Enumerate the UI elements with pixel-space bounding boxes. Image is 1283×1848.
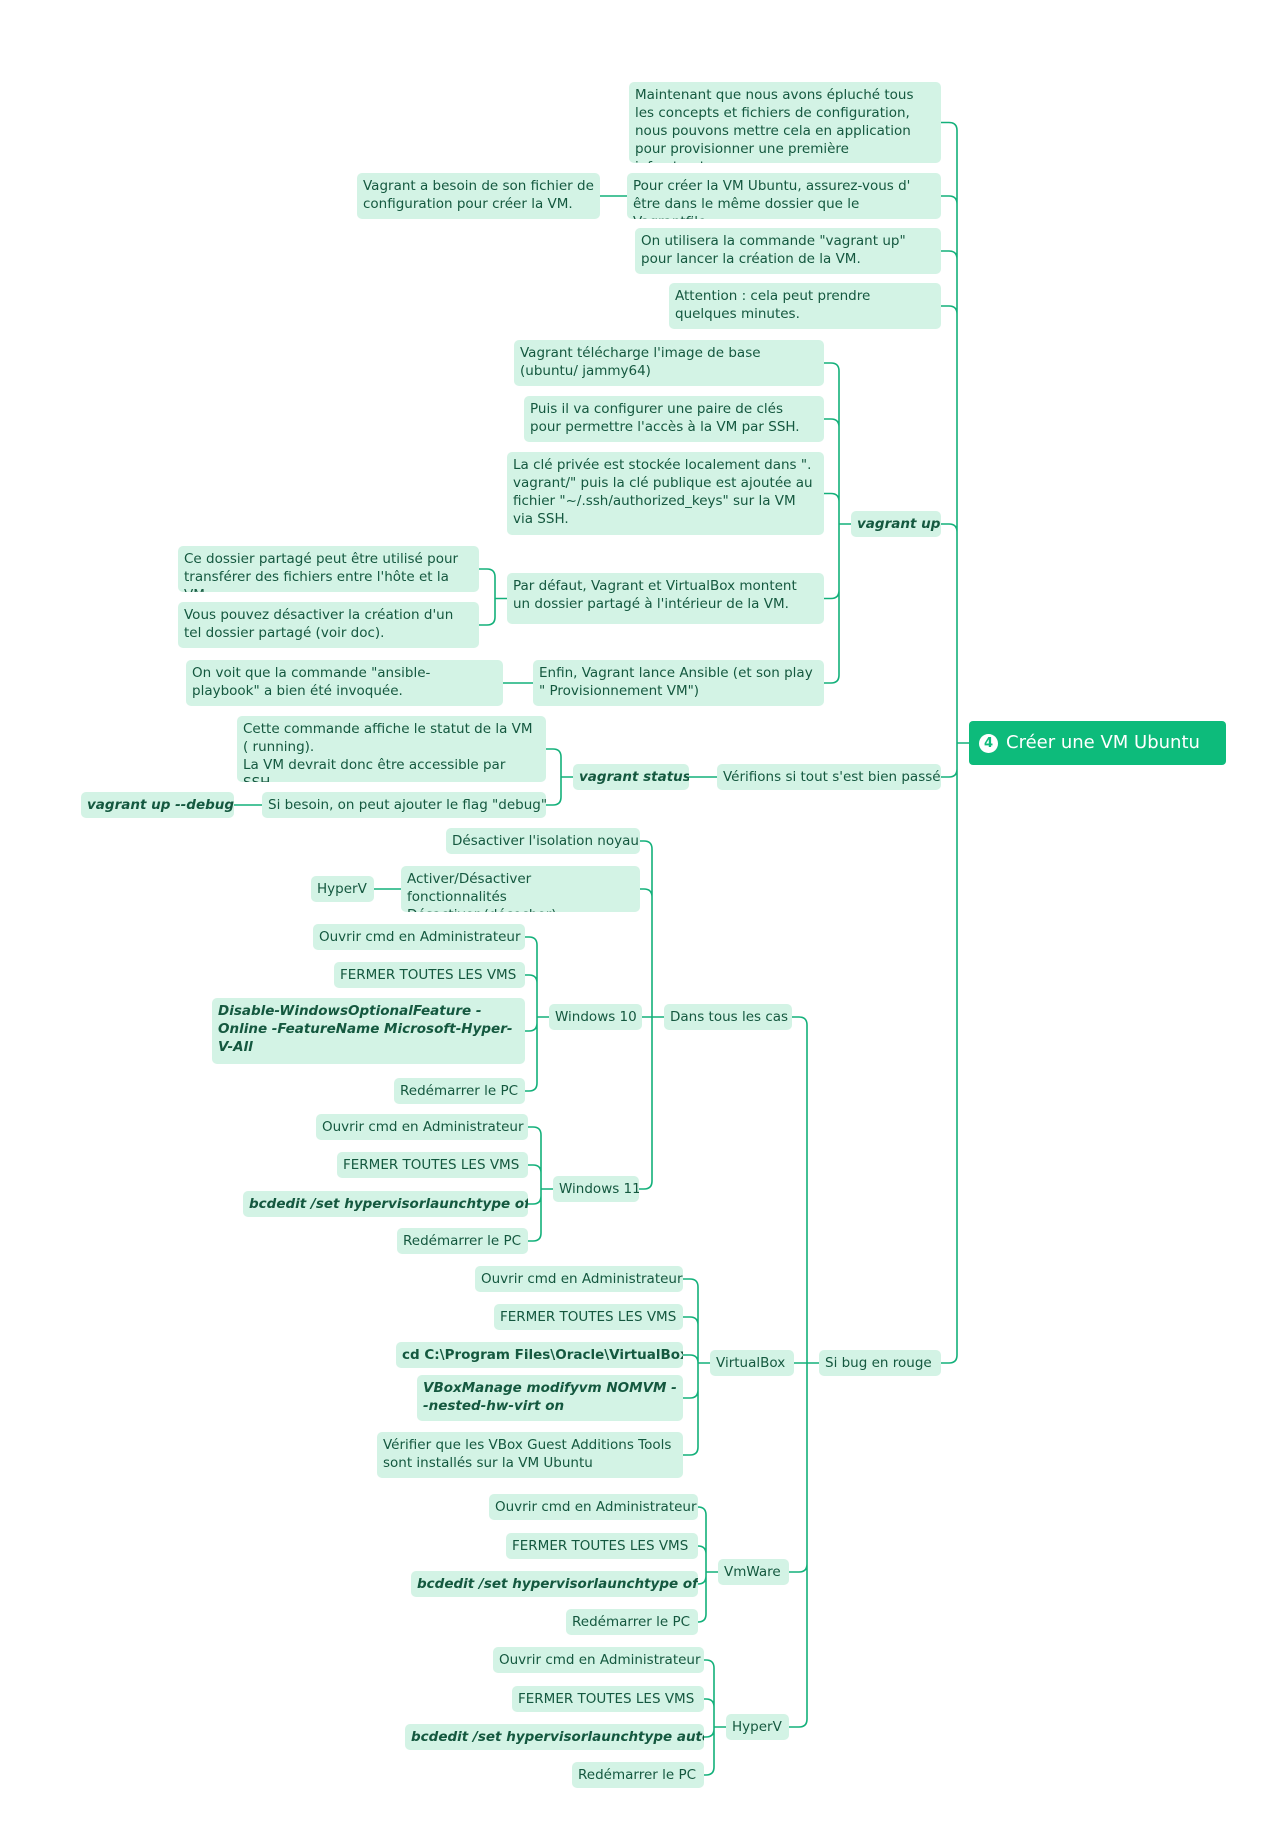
topic-hyperv-close-vms[interactable]: FERMER TOUTES LES VMS (512, 1686, 704, 1712)
connector-vmw (697, 1506, 718, 1623)
topic-bug-red[interactable]: Si bug en rouge (819, 1350, 941, 1376)
connector-bug (789, 1016, 819, 1728)
topic-hyperv-cmd[interactable]: Ouvrir cmd en Administrateur (493, 1647, 704, 1673)
topic-vb-close-vms[interactable]: FERMER TOUTES LES VMS (494, 1304, 683, 1330)
topic-windows-10[interactable]: Windows 10 (549, 1004, 642, 1030)
topic-ansible-invoked[interactable]: On voit que la commande "ansible-playboo… (186, 660, 503, 706)
connector-vb (683, 1278, 710, 1456)
topic-hyperv-feature[interactable]: HyperV (311, 876, 374, 902)
root-title: Créer une VM Ubuntu (1006, 732, 1200, 753)
topic-shared-folder-disable[interactable]: Vous pouvez désactiver la création d'un … (178, 602, 479, 648)
topic-vagrant-up-command[interactable]: On utilisera la commande "vagrant up" po… (635, 228, 941, 274)
topic-private-key[interactable]: La clé privée est stockée localement dan… (507, 452, 824, 535)
topic-vmware-cmd[interactable]: Ouvrir cmd en Administrateur (489, 1494, 698, 1520)
step-number-badge: 4 (979, 733, 998, 753)
topic-verify[interactable]: Vérifions si tout s'est bien passé (717, 764, 941, 790)
topic-features[interactable]: Activer/Désactiver fonctionnalités Désac… (401, 866, 640, 912)
topic-hyperv[interactable]: HyperV (726, 1714, 789, 1740)
topic-vmware-reboot[interactable]: Redémarrer le PC (566, 1609, 698, 1635)
topic-vagrant-up-debug[interactable]: vagrant up --debug (81, 792, 234, 818)
root-topic[interactable]: 4 Créer une VM Ubuntu (969, 721, 1226, 765)
connector-root (941, 121, 969, 1364)
topic-windows-11[interactable]: Windows 11 (553, 1176, 639, 1202)
topic-ssh-keys[interactable]: Puis il va configurer une paire de clés … (524, 396, 824, 442)
connector-vstatus (546, 748, 573, 806)
topic-same-folder[interactable]: Pour créer la VM Ubuntu, assurez-vous d'… (627, 173, 941, 219)
topic-w11-reboot[interactable]: Redémarrer le PC (397, 1228, 528, 1254)
topic-download-image[interactable]: Vagrant télécharge l'image de base (ubun… (514, 340, 824, 386)
topic-vagrant-status[interactable]: vagrant status (573, 764, 689, 790)
topic-vb-modifyvm[interactable]: VBoxManage modifyvm NOMVM --nested-hw-vi… (417, 1375, 683, 1421)
connector-vup (824, 362, 851, 684)
topic-w11-close-vms[interactable]: FERMER TOUTES LES VMS (337, 1152, 528, 1178)
topic-all-cases[interactable]: Dans tous les cas (664, 1004, 792, 1030)
topic-vmware-close-vms[interactable]: FERMER TOUTES LES VMS (506, 1533, 698, 1559)
topic-kernel-isolation[interactable]: Désactiver l'isolation noyau (446, 828, 640, 854)
topic-w10-disable-feature[interactable]: Disable-WindowsOptionalFeature -Online -… (212, 998, 525, 1064)
connector-w11 (528, 1126, 553, 1242)
topic-vb-cmd[interactable]: Ouvrir cmd en Administrateur (475, 1266, 683, 1292)
topic-debug-flag[interactable]: Si besoin, on peut ajouter le flag "debu… (262, 792, 546, 818)
topic-vb-guest-additions[interactable]: Vérifier que les VBox Guest Additions To… (377, 1432, 683, 1478)
topic-vmware[interactable]: VmWare (718, 1559, 789, 1585)
topic-shared-folder[interactable]: Par défaut, Vagrant et VirtualBox monten… (507, 573, 824, 624)
topic-hyperv-reboot[interactable]: Redémarrer le PC (572, 1762, 704, 1788)
connector-partage (479, 568, 507, 626)
topic-virtualbox[interactable]: VirtualBox (710, 1350, 794, 1376)
topic-vmware-bcdedit[interactable]: bcdedit /set hypervisorlaunchtype off (411, 1571, 698, 1597)
topic-w10-close-vms[interactable]: FERMER TOUTES LES VMS (334, 962, 525, 988)
topic-intro[interactable]: Maintenant que nous avons épluché tous l… (629, 82, 941, 163)
topic-attention[interactable]: Attention : cela peut prendre quelques m… (669, 283, 941, 329)
connector-tous (639, 840, 664, 1190)
topic-ansible[interactable]: Enfin, Vagrant lance Ansible (et son pla… (533, 660, 824, 706)
topic-shared-folder-usage[interactable]: Ce dossier partagé peut être utilisé pou… (178, 546, 479, 592)
topic-vb-cd[interactable]: cd C:\Program Files\Oracle\VirtualBox (396, 1342, 683, 1368)
connector-w10 (525, 936, 549, 1092)
topic-hyperv-bcdedit[interactable]: bcdedit /set hypervisorlaunchtype auto (405, 1724, 704, 1750)
topic-vagrant-up[interactable]: vagrant up (851, 511, 941, 537)
topic-config-file-needed[interactable]: Vagrant a besoin de son fichier de confi… (357, 173, 600, 219)
topic-w11-cmd[interactable]: Ouvrir cmd en Administrateur (316, 1114, 528, 1140)
connector-hv (704, 1659, 726, 1776)
topic-w10-cmd[interactable]: Ouvrir cmd en Administrateur (313, 924, 525, 950)
topic-w11-bcdedit[interactable]: bcdedit /set hypervisorlaunchtype off (243, 1191, 528, 1217)
topic-w10-reboot[interactable]: Redémarrer le PC (394, 1078, 525, 1104)
topic-status-output[interactable]: Cette commande affiche le statut de la V… (237, 716, 546, 782)
